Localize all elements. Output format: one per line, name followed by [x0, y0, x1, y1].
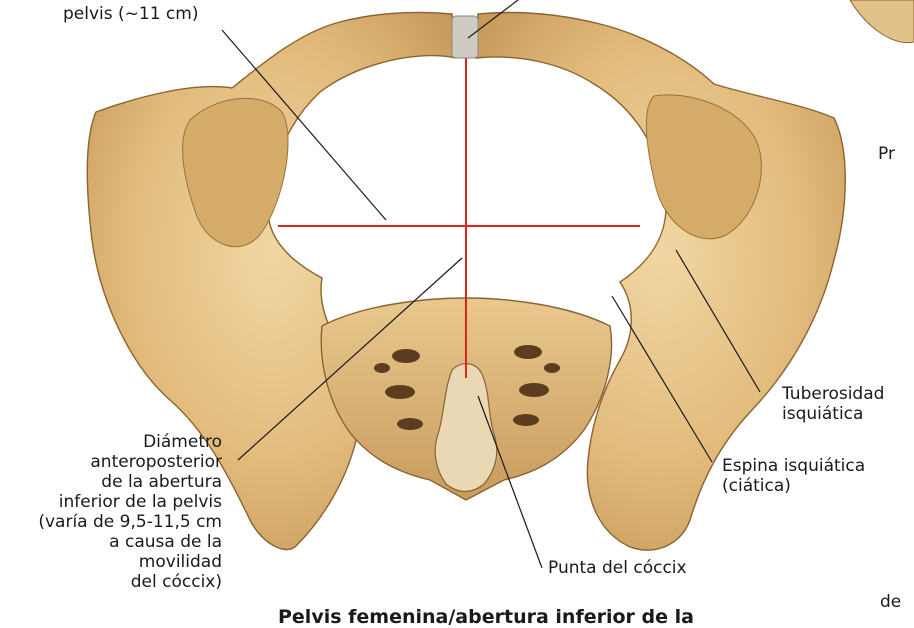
label-ap-line-8: del cóccix) [38, 572, 222, 592]
adjacent-bone-fragment [850, 0, 914, 43]
label-tuberosity-line-2: isquiática [782, 404, 884, 424]
label-ischial-spine: Espina isquiática (ciática) [722, 456, 865, 496]
label-tuberosity-line-1: Tuberosidad [782, 384, 884, 404]
label-ap-line-1: Diámetro [38, 432, 222, 452]
label-right-edge-top: Pr [878, 144, 895, 164]
label-ap-diameter: Diámetro anteroposterior de la abertura … [38, 432, 222, 592]
label-coccyx-tip: Punta del cóccix [548, 558, 687, 578]
label-ap-line-6: a causa de la [38, 532, 222, 552]
label-right-edge-bottom: de [880, 592, 901, 612]
label-ap-line-5: (varía de 9,5-11,5 cm [38, 512, 222, 532]
pubic-symphysis [452, 16, 478, 58]
label-ap-line-4: inferior de la pelvis [38, 492, 222, 512]
label-ap-line-2: anteroposterior [38, 452, 222, 472]
label-spine-line-1: Espina isquiática [722, 456, 865, 476]
label-pelvis-diameter: pelvis (~11 cm) [63, 4, 198, 24]
label-ap-line-3: de la abertura [38, 472, 222, 492]
label-spine-line-2: (ciática) [722, 476, 865, 496]
label-tuberosity: Tuberosidad isquiática [782, 384, 884, 424]
label-ap-line-7: movilidad [38, 552, 222, 572]
